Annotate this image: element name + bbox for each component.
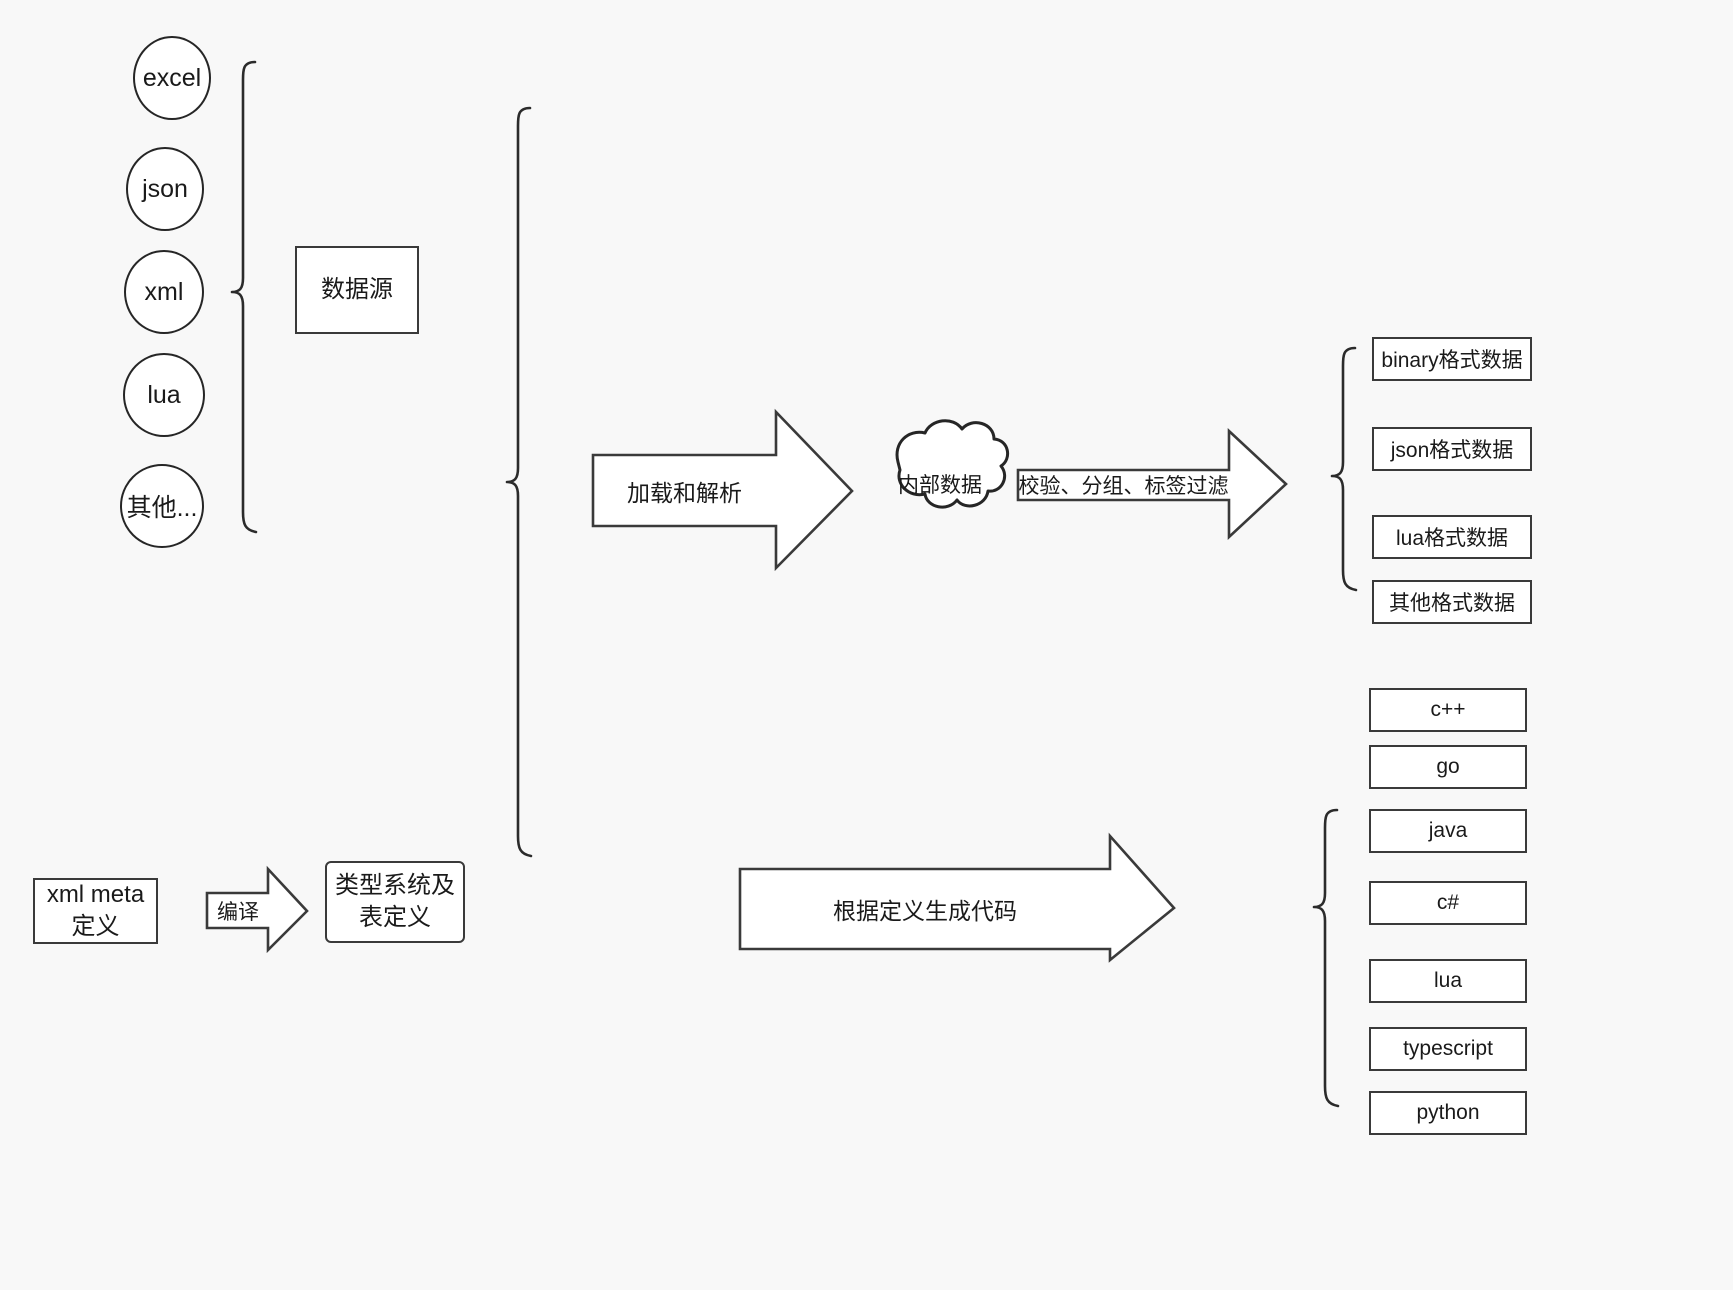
output-format-binary[interactable]: binary格式数据 (1372, 337, 1532, 381)
formats-brace (1330, 346, 1358, 592)
xml-meta-definition-label: xml meta定义 (46, 880, 145, 940)
output-format-other[interactable]: 其他格式数据 (1372, 580, 1532, 624)
output-language-csharp[interactable]: c# (1369, 881, 1527, 925)
codegen-arrow (738, 832, 1176, 963)
load-parse-arrow (591, 408, 854, 572)
output-language-java[interactable]: java (1369, 809, 1527, 853)
output-format-label: 其他格式数据 (1389, 592, 1515, 615)
output-language-go[interactable]: go (1369, 745, 1527, 789)
compile-arrow (205, 865, 309, 954)
output-format-label: json格式数据 (1390, 439, 1514, 462)
xml-meta-definition-box[interactable]: xml meta定义 (33, 878, 158, 944)
data-source-box[interactable]: 数据源 (295, 246, 419, 334)
output-format-label: binary格式数据 (1381, 349, 1523, 372)
validate-filter-arrow (1016, 428, 1288, 540)
output-language-label: c++ (1430, 698, 1466, 721)
source-circle-xml[interactable]: xml (124, 250, 204, 334)
output-language-label: java (1428, 819, 1468, 842)
languages-brace (1312, 808, 1340, 1108)
source-label: xml (144, 277, 184, 306)
output-language-label: lua (1433, 969, 1463, 992)
output-language-typescript[interactable]: typescript (1369, 1027, 1527, 1071)
data-source-label: 数据源 (321, 275, 393, 303)
internal-data-cloud (895, 419, 1010, 509)
source-label: 其他... (126, 494, 198, 522)
output-format-json[interactable]: json格式数据 (1372, 427, 1532, 471)
output-language-label: python (1416, 1101, 1480, 1124)
source-label: lua (147, 380, 181, 409)
source-circle-excel[interactable]: excel (133, 36, 211, 120)
sources-brace (230, 60, 258, 534)
type-system-box[interactable]: 类型系统及表定义 (325, 861, 465, 943)
pipeline-input-brace (505, 106, 533, 858)
output-format-label: lua格式数据 (1395, 527, 1509, 550)
output-language-label: c# (1436, 891, 1460, 914)
output-language-cpp[interactable]: c++ (1369, 688, 1527, 732)
type-system-label: 类型系统及表定义 (335, 871, 455, 931)
output-language-lua[interactable]: lua (1369, 959, 1527, 1003)
output-language-label: go (1436, 755, 1460, 778)
source-label: json (142, 174, 188, 203)
source-circle-lua[interactable]: lua (123, 353, 205, 437)
source-label: excel (142, 63, 202, 92)
output-language-label: typescript (1403, 1037, 1493, 1060)
output-language-python[interactable]: python (1369, 1091, 1527, 1135)
source-circle-json[interactable]: json (126, 147, 204, 231)
output-format-lua[interactable]: lua格式数据 (1372, 515, 1532, 559)
source-circle-other[interactable]: 其他... (120, 464, 204, 548)
